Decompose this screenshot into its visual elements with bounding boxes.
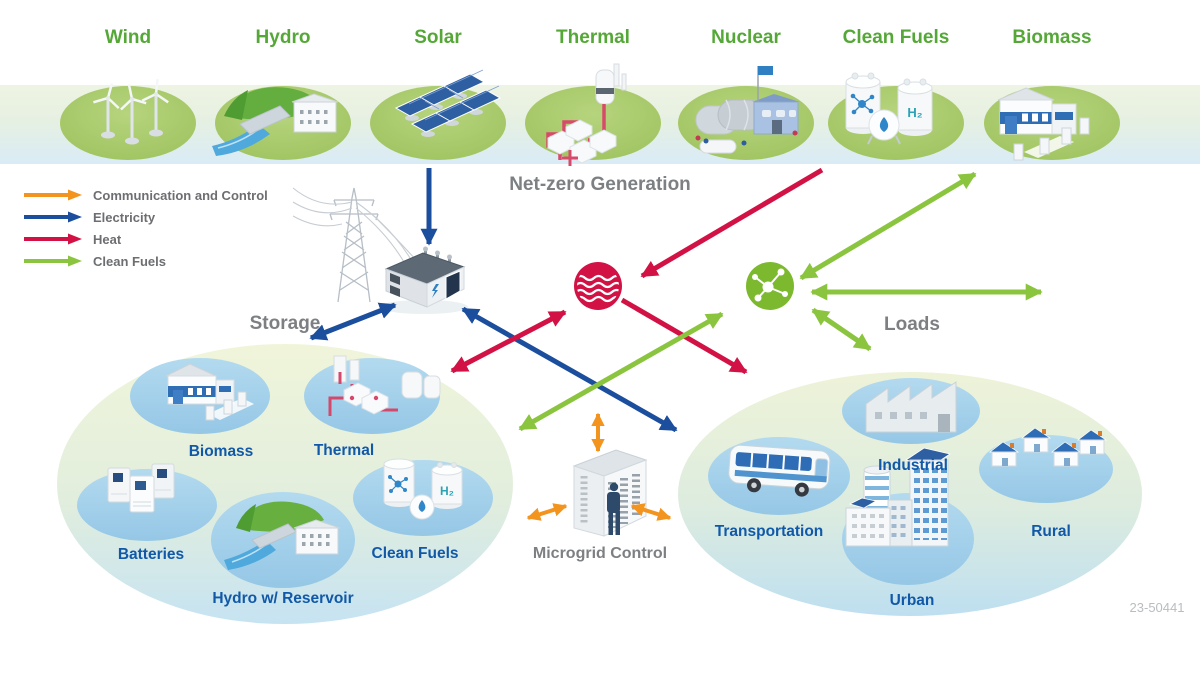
operator-person-icon bbox=[607, 482, 620, 535]
heat-arrow-generation-to-hub bbox=[640, 167, 824, 279]
comm-arrow-microgrid-to-storage bbox=[526, 503, 568, 521]
wind-turbines-icon bbox=[93, 78, 169, 145]
page-title: Net-zero Generation bbox=[509, 174, 691, 195]
generation-label-hydro: Hydro bbox=[255, 27, 311, 48]
server-rack-icon bbox=[572, 449, 648, 537]
comm-arrow-microgrid-to-loads bbox=[630, 503, 672, 521]
electricity-arrow-grid-to-loads bbox=[461, 306, 678, 433]
loads-title: Loads bbox=[884, 314, 940, 335]
factory-icon bbox=[865, 381, 957, 433]
hydro-dam-icon bbox=[212, 87, 339, 156]
legend-item-clean-fuels: Clean Fuels bbox=[22, 253, 268, 269]
generation-label-nuclear: Nuclear bbox=[711, 27, 781, 48]
electricity-arrow-icon bbox=[24, 211, 82, 223]
loads-label-urban: Urban bbox=[889, 592, 935, 609]
heat-hub-icon bbox=[574, 262, 622, 310]
figure-number-watermark: 23-50441 bbox=[1129, 600, 1185, 615]
communication-arrow-icon bbox=[24, 189, 82, 201]
thermal-plant-icon bbox=[546, 63, 627, 166]
bus-icon bbox=[728, 444, 831, 497]
legend-label: Communication and Control bbox=[93, 187, 268, 203]
cleanfuels-arrow-hub-to-loads bbox=[811, 307, 872, 352]
biomass-plant-icon bbox=[997, 87, 1090, 161]
transmission-tower-icon bbox=[292, 187, 417, 303]
loads-label-transportation: Transportation bbox=[714, 523, 824, 540]
generation-label-biomass: Biomass bbox=[1012, 27, 1092, 48]
clean-fuel-storage-icon: H₂ bbox=[383, 458, 463, 520]
clean-fuel-tanks-icon: H₂ bbox=[845, 72, 933, 145]
legend-item-communication: Communication and Control bbox=[22, 187, 268, 203]
solar-panels-icon bbox=[394, 69, 502, 137]
legend-label: Electricity bbox=[93, 209, 156, 225]
loads-label-industrial: Industrial bbox=[878, 457, 948, 474]
heat-arrow-hub-to-thermal-storage bbox=[450, 309, 567, 374]
legend-item-electricity: Electricity bbox=[22, 209, 268, 225]
hydro-reservoir-icon bbox=[224, 501, 341, 570]
legend-label: Heat bbox=[93, 231, 122, 247]
generation-label-wind: Wind bbox=[104, 27, 152, 48]
clean-fuels-hub-icon bbox=[746, 262, 794, 310]
city-buildings-icon bbox=[845, 447, 951, 547]
cleanfuels-arrow-hub-to-biomass bbox=[799, 171, 977, 281]
microgrid-control-label: Microgrid Control bbox=[532, 545, 668, 562]
storage-label-clean-fuels: Clean Fuels bbox=[371, 545, 459, 562]
generation-label-clean-fuels: Clean Fuels bbox=[842, 27, 950, 48]
storage-label-hydro-reservoir: Hydro w/ Reservoir bbox=[212, 590, 354, 607]
cleanfuels-arrow-hub-to-storage bbox=[518, 311, 724, 432]
storage-title: Storage bbox=[249, 313, 321, 334]
biomass-storage-icon bbox=[165, 363, 254, 421]
electricity-arrow-grid-to-storage bbox=[309, 302, 397, 341]
battery-cabinets-icon bbox=[107, 463, 175, 513]
svg-text:H₂: H₂ bbox=[907, 105, 922, 120]
storage-label-biomass: Biomass bbox=[188, 443, 254, 460]
generation-label-thermal: Thermal bbox=[556, 27, 630, 48]
solar-houses-icon bbox=[988, 427, 1108, 467]
storage-label-batteries: Batteries bbox=[117, 546, 185, 563]
storage-label-thermal: Thermal bbox=[313, 442, 375, 459]
legend: Communication and Control Electricity He… bbox=[22, 188, 268, 276]
legend-label: Clean Fuels bbox=[93, 253, 166, 269]
heat-arrow-icon bbox=[24, 233, 82, 245]
nuclear-plant-icon bbox=[695, 66, 800, 154]
generation-label-solar: Solar bbox=[414, 27, 462, 48]
transformer-icon bbox=[380, 246, 468, 314]
legend-item-heat: Heat bbox=[22, 231, 268, 247]
loads-label-rural: Rural bbox=[1031, 523, 1071, 540]
flow-arrows bbox=[309, 167, 1043, 521]
svg-text:H₂: H₂ bbox=[440, 484, 454, 498]
clean-fuels-arrow-icon bbox=[24, 255, 82, 267]
thermal-storage-icon bbox=[328, 355, 441, 416]
